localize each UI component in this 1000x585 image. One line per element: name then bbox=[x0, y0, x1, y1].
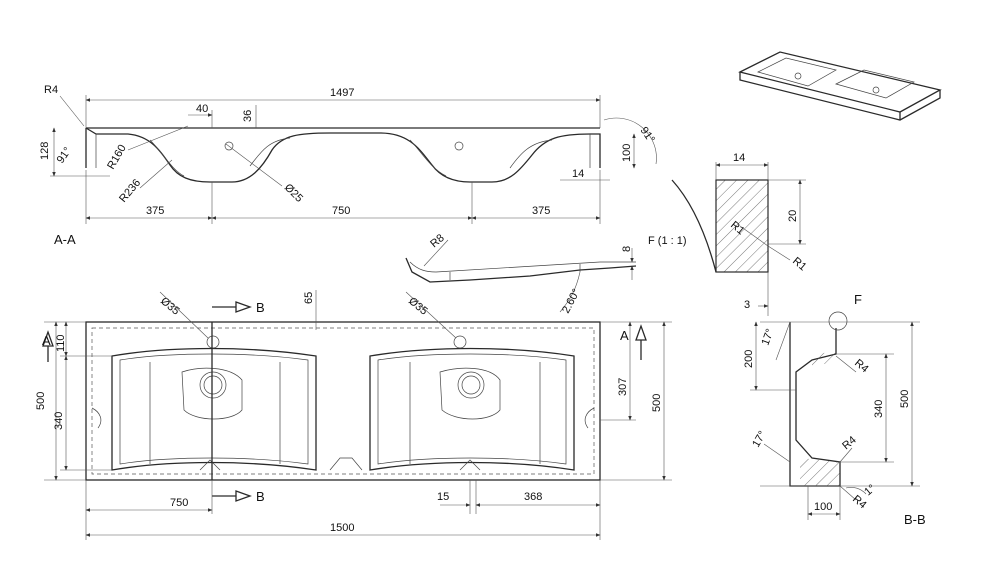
plan-view: B B A A Ø35 Ø35 65 500 110 340 500 bbox=[35, 290, 672, 540]
plan-d35-right: Ø35 bbox=[406, 295, 430, 318]
marker-b-bottom: B bbox=[256, 489, 265, 504]
drain-r8-dim: R8 bbox=[428, 232, 446, 250]
bb-r4-top: R4 bbox=[852, 357, 870, 375]
aa-right375-dim: 375 bbox=[532, 205, 550, 217]
iso-thumbnail bbox=[738, 51, 942, 121]
drain-slope-dim: 2.60° bbox=[560, 287, 583, 315]
f-w3-dim: 3 bbox=[744, 299, 750, 311]
section-aa-title: A-A bbox=[54, 232, 76, 247]
aa-w36-dim: 36 bbox=[242, 110, 254, 122]
aa-h100-dim: 100 bbox=[621, 144, 633, 162]
marker-f: F bbox=[854, 292, 862, 307]
bb-w100-dim: 100 bbox=[814, 501, 832, 513]
plan-h307-dim: 307 bbox=[617, 378, 629, 396]
plan-w750-dim: 750 bbox=[170, 497, 188, 509]
marker-a-left: A bbox=[42, 333, 51, 348]
bb-r4-mid: R4 bbox=[840, 434, 858, 452]
aa-r236-dim: R236 bbox=[117, 177, 143, 205]
plan-d35-left: Ø35 bbox=[158, 295, 182, 318]
f-r1b-dim: R1 bbox=[790, 255, 808, 273]
aa-t14-dim: 14 bbox=[572, 168, 584, 180]
detail-f-view: 14 20 R1 R1 3 F (1 : 1) bbox=[648, 152, 809, 316]
aa-ang91-right: 91° bbox=[638, 125, 657, 146]
bb-h500-dim: 500 bbox=[899, 390, 911, 408]
marker-b-top: B bbox=[256, 300, 265, 315]
marker-a-right: A bbox=[620, 328, 629, 343]
aa-left375-dim: 375 bbox=[146, 205, 164, 217]
section-aa-view: 1497 R4 40 36 128 91° R160 R236 Ø25 100 … bbox=[39, 84, 657, 247]
plan-h65-dim: 65 bbox=[303, 292, 315, 304]
plan-w368-dim: 368 bbox=[524, 491, 542, 503]
section-bb-title: B-B bbox=[904, 512, 926, 527]
bb-h340-dim: 340 bbox=[873, 400, 885, 418]
plan-h110-dim: 110 bbox=[55, 334, 67, 352]
plan-w15-dim: 15 bbox=[437, 491, 449, 503]
plan-h340-left: 340 bbox=[53, 412, 65, 430]
aa-r4-dim: R4 bbox=[44, 84, 58, 96]
bb-ang17-bottom: 17° bbox=[750, 429, 769, 449]
plan-overall-dim: 1500 bbox=[330, 522, 354, 534]
bb-h200-dim: 200 bbox=[743, 350, 755, 368]
f-w14-dim: 14 bbox=[733, 152, 745, 164]
drain-profile-view: 8 R8 2.60° bbox=[405, 232, 637, 315]
plan-h500-right: 500 bbox=[651, 394, 663, 412]
detail-f-title: F (1 : 1) bbox=[648, 235, 687, 247]
aa-h128-dim: 128 bbox=[39, 142, 51, 160]
bb-r4-bottom: R4 bbox=[850, 493, 868, 511]
bb-ang17-top: 17° bbox=[760, 327, 777, 347]
plan-h500-left: 500 bbox=[35, 392, 47, 410]
section-bb-view: F 500 340 200 17° 17° R4 R4 R4 1° 100 B-… bbox=[743, 292, 926, 527]
drain-t8-dim: 8 bbox=[621, 246, 633, 252]
bb-ang1-dim: 1° bbox=[862, 482, 878, 498]
aa-mid750-dim: 750 bbox=[332, 205, 350, 217]
f-h20-dim: 20 bbox=[787, 210, 799, 222]
aa-r160-dim: R160 bbox=[105, 143, 129, 172]
aa-d25-dim: Ø25 bbox=[282, 182, 305, 205]
aa-w40-dim: 40 bbox=[196, 103, 208, 115]
aa-overall-dim: 1497 bbox=[330, 87, 354, 99]
aa-ang91-left: 91° bbox=[55, 145, 74, 166]
